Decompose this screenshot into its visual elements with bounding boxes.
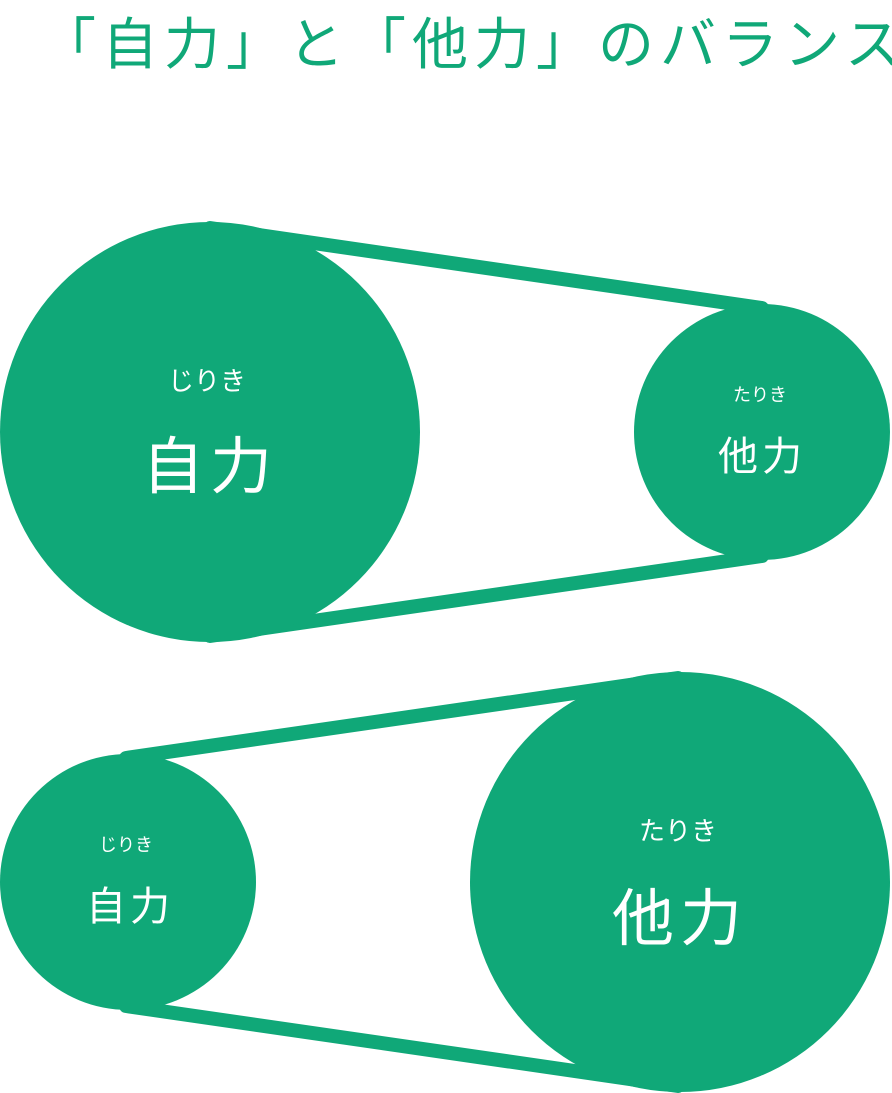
tariki-pulley-small [634,304,890,560]
pulley-pair-tariki-dominant: じりき 自力 たりき 他力 [0,671,890,1093]
pulley-pair-jiriki-dominant: じりき 自力 たりき 他力 [0,221,890,643]
jiriki-ruby: じりき [168,367,246,397]
jiriki-ruby: じりき [99,835,153,856]
belt-bottom [119,999,685,1093]
page-title: 「自力」と「他力」のバランス [40,13,892,78]
tariki-ruby: たりき [733,385,787,406]
tariki-pulley-large [470,672,890,1092]
belt-top [119,671,685,765]
tariki-label: 他力 [718,434,806,480]
jiriki-label: 自力 [86,884,174,930]
tariki-ruby: たりき [639,817,717,847]
jiriki-pulley-large [0,222,420,642]
belt-bottom [203,549,769,643]
jiriki-pulley-small [0,754,256,1010]
belt-top [203,221,769,315]
tariki-label: 他力 [612,882,748,955]
jiriki-label: 自力 [142,430,278,503]
